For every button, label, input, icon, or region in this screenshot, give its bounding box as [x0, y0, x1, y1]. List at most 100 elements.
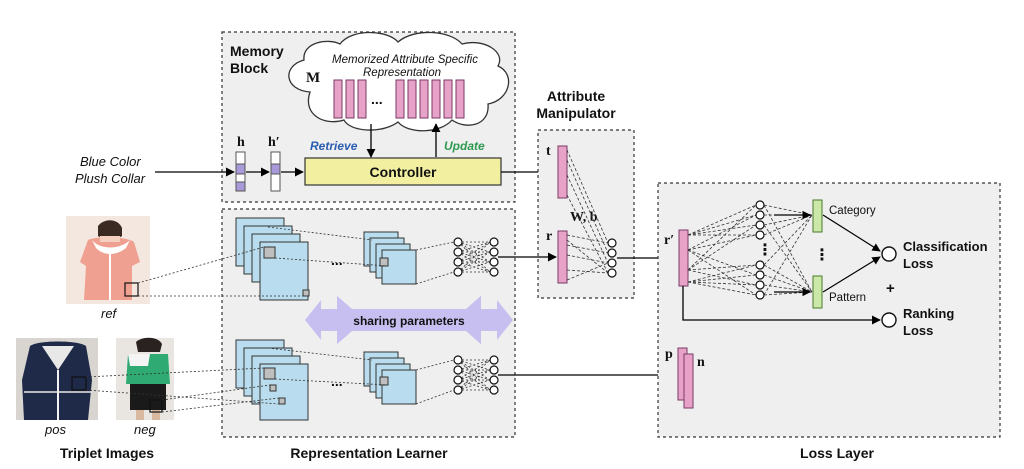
attribute-manipulator-panel [537, 129, 635, 299]
n-vector [683, 353, 694, 409]
neuron [453, 385, 463, 395]
cloud-title-line2: Representation [363, 67, 441, 79]
neuron [489, 267, 499, 277]
neuron [755, 270, 765, 280]
kernel-box [263, 246, 276, 259]
neg-patch-box [149, 399, 163, 413]
neuron [453, 355, 463, 365]
neuron [755, 220, 765, 230]
wb-label: W, b [570, 210, 598, 225]
feature-map [381, 249, 417, 285]
attribute-manipulator-title-line2: Manipulator [536, 105, 616, 121]
input-line1: Blue Color [80, 154, 141, 169]
memory-slot [455, 79, 465, 119]
neuron [489, 385, 499, 395]
memory-slot [357, 79, 367, 119]
attribute-manipulator-title-line1: Attribute [547, 88, 606, 104]
sharing-parameters-label: sharing parameters [353, 314, 465, 328]
r-prime-vector [678, 229, 689, 287]
ref-image [66, 216, 150, 304]
pattern-to-classification [822, 256, 881, 293]
r-label: r [546, 229, 552, 244]
neuron [453, 267, 463, 277]
controller-label: Controller [370, 164, 437, 180]
memory-symbol: M [306, 70, 320, 86]
memory-block: Memory Block M Memorized Attribute Speci… [221, 31, 516, 203]
top-fc-neurons [453, 237, 499, 277]
category-to-classification [822, 214, 881, 252]
ranking-loss-node [881, 312, 897, 328]
h-vector [235, 151, 246, 192]
neuron [489, 375, 499, 385]
bottom-fc-connections [457, 359, 491, 391]
loss-layer-section-label: Loss Layer [800, 445, 874, 461]
neuron [453, 365, 463, 375]
top-dotted-links [267, 226, 455, 285]
classification-loss-line1: Classification [903, 239, 988, 254]
neuron [489, 355, 499, 365]
t-vector [557, 145, 568, 199]
loss-neurons-vdots: ⋮ [757, 242, 773, 259]
n-label: n [697, 355, 705, 370]
kernel-box [263, 367, 276, 380]
r-prime-label: r′ [664, 233, 674, 248]
memory-slot [345, 79, 355, 119]
retrieve-label: Retrieve [310, 139, 358, 153]
neuron [607, 238, 617, 248]
update-label: Update [444, 139, 485, 153]
memory-block-title-line1: Memory [230, 43, 284, 59]
representation-learner-section-label: Representation Learner [290, 445, 448, 461]
classification-loss-node [881, 246, 897, 262]
pos-label: pos [44, 422, 66, 437]
neuron [755, 230, 765, 240]
pos-image [16, 338, 98, 420]
h-prime-label: h′ [268, 135, 280, 150]
neuron [489, 247, 499, 257]
bottom-ellipsis: ... [331, 373, 343, 389]
memory-slot [419, 79, 429, 119]
neuron [755, 260, 765, 270]
top-fc-connections [457, 241, 491, 273]
category-label: Category [829, 205, 876, 217]
kernel-box [379, 257, 389, 267]
kernel-box-small [278, 397, 286, 405]
bottom-fc-neurons [453, 355, 499, 395]
neg-label: neg [134, 422, 156, 437]
memory-slot [431, 79, 441, 119]
memory-slot [333, 79, 343, 119]
input-attribute-text: Blue Color Plush Collar [75, 154, 235, 186]
ranking-loss-line2: Loss [903, 323, 933, 338]
feature-map [381, 369, 417, 405]
sharing-double-arrow [337, 296, 481, 344]
kernel-box [379, 376, 389, 386]
neuron [489, 237, 499, 247]
cloud-title-line1: Memorized Attribute Specific [332, 54, 478, 66]
plus-sign: + [886, 280, 895, 297]
neuron [489, 365, 499, 375]
pos-patch-box [71, 376, 87, 391]
neuron [607, 258, 617, 268]
memory-slot [395, 79, 405, 119]
loss-neurons-upper [755, 200, 765, 240]
loss-layer-panel [657, 182, 1001, 438]
neuron [755, 210, 765, 220]
rprime-to-ranking-arrow [682, 286, 881, 325]
t-label: t [546, 144, 551, 159]
neuron [755, 280, 765, 290]
neuron [453, 247, 463, 257]
bottom-small-stack [363, 351, 417, 405]
triplet-images: ref pos neg [16, 216, 303, 437]
p-label: p [665, 347, 673, 362]
input-line2: Plush Collar [75, 171, 146, 186]
bottom-dotted-links [267, 347, 455, 405]
memory-slot [443, 79, 453, 119]
manipulator-neurons [607, 238, 617, 278]
neuron [489, 257, 499, 267]
h-label: h [237, 135, 245, 150]
ranking-loss-line1: Ranking [903, 306, 954, 321]
kernel-box-small [302, 289, 310, 297]
neuron [607, 268, 617, 278]
outputs-vdots: ⋮ [814, 247, 830, 264]
category-output [812, 199, 823, 233]
neuron [755, 200, 765, 210]
